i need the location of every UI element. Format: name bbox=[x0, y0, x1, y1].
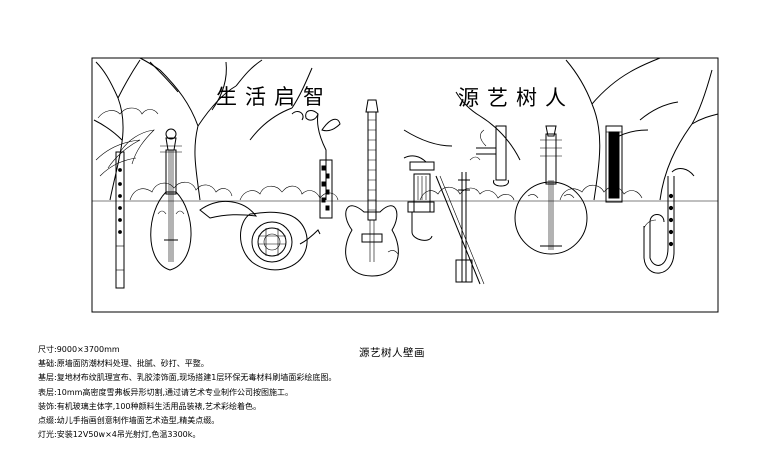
note-surface-layer: 表层:10mm高密度雪弗板异形切割,通过请艺术专业制作公司按图施工。 bbox=[38, 387, 294, 397]
pipa-instrument bbox=[150, 128, 192, 271]
keyboard-instrument bbox=[291, 110, 341, 219]
ruan-instrument bbox=[514, 125, 588, 255]
tree-left bbox=[93, 57, 313, 201]
construction-notes: 尺寸:9000×3700mm 基础:原墙面防潮材料处理、批腻、砂打、平整。 基层… bbox=[38, 343, 398, 442]
note-accent: 点缀:幼儿手指画创意制作墙面艺术造型,精美点缀。 bbox=[38, 415, 220, 425]
note-lighting: 灯光:安装12V50w×4吊光射灯,色温3300k。 bbox=[38, 430, 201, 440]
note-decoration: 装饰:有机玻璃主体字,100种颜料生活用品装裱,艺术彩绘着色。 bbox=[38, 401, 262, 411]
note-foundation: 基础:原墙面防潮材料处理、批腻、砂打、平整。 bbox=[38, 359, 209, 369]
note-size: 尺寸:9000×3700mm bbox=[38, 345, 120, 354]
mural-title-right: 源艺树人 bbox=[458, 86, 574, 110]
erhu-instrument bbox=[435, 156, 485, 285]
flute-instrument bbox=[115, 151, 125, 289]
electric-guitar-instrument bbox=[345, 99, 399, 277]
french-horn-instrument bbox=[199, 200, 321, 271]
mural-title-left: 生活启智 bbox=[216, 85, 332, 109]
palm-leaves bbox=[95, 129, 155, 177]
note-base-layer: 基层:复地材布纹肌理宣布、乳胶漆饰面,现场搭建1层环保无毒材料刷墙面彩绘底图。 bbox=[38, 373, 337, 383]
tree-right bbox=[403, 57, 719, 201]
suona-instrument bbox=[476, 125, 509, 187]
guqin-instrument bbox=[605, 125, 623, 203]
trumpet-instrument bbox=[403, 155, 435, 241]
cloud-bushes bbox=[97, 107, 643, 201]
saxophone-instrument bbox=[643, 168, 695, 274]
mural-frame bbox=[91, 57, 719, 313]
mural-caption: 源艺树人壁画 bbox=[359, 347, 425, 359]
